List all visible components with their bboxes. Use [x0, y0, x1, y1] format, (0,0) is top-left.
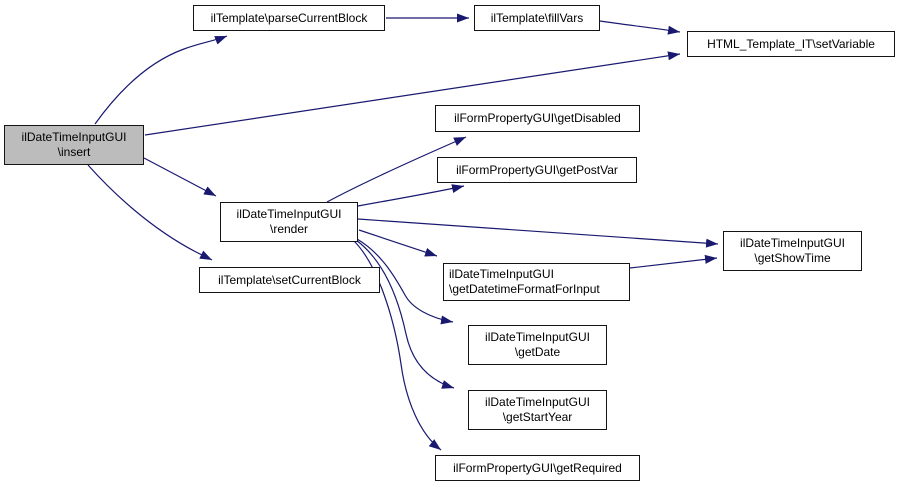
edge-insert-to-setCurrentBlock — [87, 164, 213, 261]
node-label-line: ilFormPropertyGUI\getRequired — [453, 460, 622, 475]
node-setVariable[interactable]: HTML_Template_IT\setVariable — [687, 31, 895, 57]
node-label-line: ilDateTimeInputGUI — [740, 236, 845, 250]
edge-render-to-getDate — [356, 238, 454, 325]
edge-fillVars-to-setVariable — [599, 20, 681, 35]
edge-insert-to-parseCurrentBlock — [94, 35, 228, 125]
node-label-line: ilDateTimeInputGUI — [485, 395, 590, 409]
node-label-line: \getStartYear — [502, 410, 573, 424]
node-label-line: \insert — [57, 145, 91, 159]
node-label-line: \getShowTime — [754, 251, 831, 265]
node-getDatetimeFormatForInput[interactable]: ilDateTimeInputGUI\getDatetimeFormatForI… — [443, 263, 630, 301]
edge-render-to-getStartYear — [355, 239, 455, 389]
edge-render-to-getShowTime — [357, 218, 719, 248]
node-label-line: \getDate — [514, 345, 561, 359]
node-setCurrentBlock[interactable]: ilTemplate\setCurrentBlock — [199, 267, 380, 293]
edge-getDatetimeFormatForInput-to-getShowTime — [629, 254, 718, 269]
node-getDisabled[interactable]: ilFormPropertyGUI\getDisabled — [435, 105, 640, 132]
edge-render-to-getRequired — [353, 240, 442, 451]
node-label-line: ilFormPropertyGUI\getPostVar — [456, 162, 618, 177]
node-label-line: ilTemplate\fillVars — [490, 10, 584, 25]
node-getRequired[interactable]: ilFormPropertyGUI\getRequired — [435, 455, 640, 481]
node-parseCurrentBlock[interactable]: ilTemplate\parseCurrentBlock — [193, 5, 385, 31]
node-label-line: HTML_Template_IT\setVariable — [707, 36, 875, 51]
node-getShowTime[interactable]: ilDateTimeInputGUI\getShowTime — [723, 231, 862, 271]
node-getDate[interactable]: ilDateTimeInputGUI\getDate — [468, 325, 607, 365]
node-label-line: ilDateTimeInputGUI — [449, 267, 554, 281]
node-label-line: \getDatetimeFormatForInput — [449, 282, 600, 296]
node-render[interactable]: ilDateTimeInputGUI\render — [220, 202, 358, 242]
node-label-line: ilTemplate\setCurrentBlock — [218, 272, 361, 287]
edge-insert-to-setVariable — [144, 51, 681, 136]
node-getPostVar[interactable]: ilFormPropertyGUI\getPostVar — [437, 157, 637, 183]
edge-render-to-getPostVar — [357, 184, 465, 207]
node-label-line: \render — [269, 222, 309, 236]
node-label-line: ilDateTimeInputGUI — [21, 130, 127, 144]
node-label-line: ilTemplate\parseCurrentBlock — [210, 10, 368, 25]
edge-insert-to-render — [143, 157, 217, 197]
node-label-line: ilFormPropertyGUI\getDisabled — [454, 111, 621, 125]
node-fillVars[interactable]: ilTemplate\fillVars — [474, 5, 600, 31]
node-getStartYear[interactable]: ilDateTimeInputGUI\getStartYear — [468, 390, 607, 430]
node-insert[interactable]: ilDateTimeInputGUI\insert — [4, 125, 144, 165]
edge-render-to-getDisabled — [326, 136, 467, 203]
edge-render-to-getDatetimeFormatForInput — [358, 229, 438, 257]
node-label-line: ilDateTimeInputGUI — [236, 207, 342, 221]
node-label-line: ilDateTimeInputGUI — [485, 330, 590, 344]
